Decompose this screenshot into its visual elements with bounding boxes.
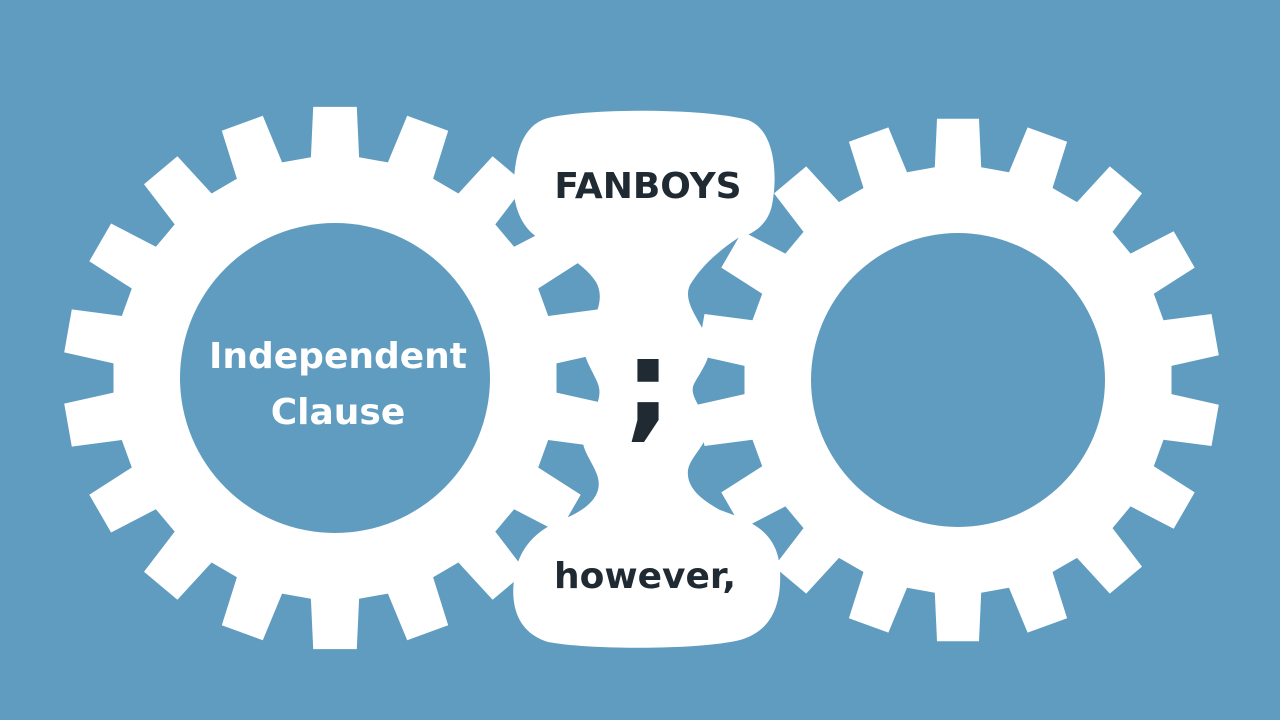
left-gear: Independent Clause bbox=[64, 106, 606, 650]
left-gear-label-line2: Clause bbox=[271, 392, 406, 433]
right-gear-hub bbox=[811, 233, 1105, 527]
semicolon-symbol: ; bbox=[624, 315, 672, 454]
connector-shape bbox=[513, 110, 781, 648]
left-gear-label-line1: Independent bbox=[209, 336, 467, 377]
connector-piece: FANBOYS ; however, bbox=[513, 110, 781, 648]
connector-bottom-label: however, bbox=[554, 556, 736, 597]
right-gear bbox=[697, 118, 1219, 642]
left-gear-hub bbox=[180, 223, 490, 533]
connector-top-label: FANBOYS bbox=[554, 166, 741, 207]
